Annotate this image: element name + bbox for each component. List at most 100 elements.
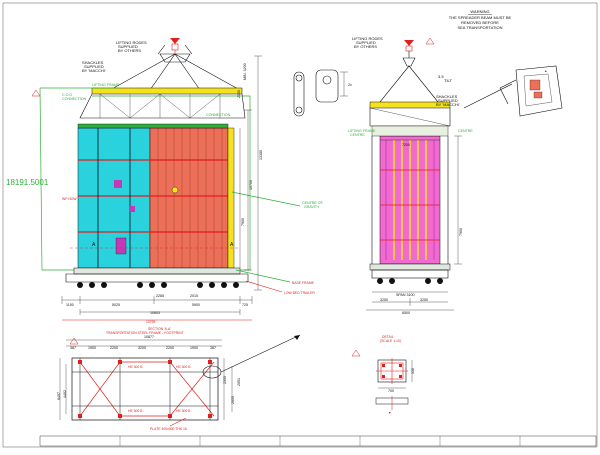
footprint-member-2: HE 300 B bbox=[128, 409, 143, 413]
footprint-dim-right-2: 2055 bbox=[231, 396, 235, 404]
label-cog: C.O.G bbox=[62, 93, 72, 97]
detail-title: DETAIL bbox=[382, 335, 394, 339]
dim-bottom-total-2: 10795 bbox=[146, 320, 156, 324]
label-trailer: LOW BED TRAILER bbox=[284, 291, 315, 295]
end-label-ref: 3.5 bbox=[438, 74, 444, 79]
label-shackles-2: SUPPLIED bbox=[84, 64, 104, 69]
detail-dim-width: 700 bbox=[388, 389, 394, 393]
label-centre-of-gravity-2: GRAVITY bbox=[304, 205, 320, 209]
detail-dim-height: 330 bbox=[411, 368, 415, 374]
low-bed-trailer bbox=[65, 273, 249, 283]
footprint-member-4: HE 300 B bbox=[176, 409, 191, 413]
footprint-dim-right-3: 2051 bbox=[237, 378, 241, 386]
footprint-dim-left-2: 4402 bbox=[63, 390, 67, 398]
label-centre-of-gravity: CENTRE OF bbox=[302, 201, 324, 205]
end-dim-bottom-1: 3250 bbox=[380, 298, 388, 302]
dim-bottom-6: 2015 bbox=[190, 294, 198, 298]
module-salmon-section bbox=[149, 127, 229, 269]
footprint-dim-total: 10877 bbox=[144, 335, 154, 339]
footprint-title: SECTION 'A-A' bbox=[148, 327, 171, 331]
cog-marker-icon bbox=[171, 186, 179, 194]
end-label-shackles-3: BY 'MACCHI' bbox=[436, 102, 460, 107]
end-label-shackles-2: SUPPLIED bbox=[438, 98, 458, 103]
label-lifting-frame: LIFTING FRAME bbox=[92, 83, 120, 87]
dim-bottom-1: 1150 bbox=[66, 303, 74, 307]
base-frame bbox=[73, 267, 241, 275]
end-crane-hook-icon bbox=[404, 40, 414, 52]
footprint-subtitle: TRANSPORTATION STEEL FRAME - FOOTPRINT bbox=[106, 331, 184, 335]
section-marker-a-2: A bbox=[230, 242, 234, 248]
detail-marker: ▼ bbox=[388, 411, 391, 415]
footprint-member-3: HE 300 B bbox=[176, 365, 191, 369]
dim-height-total: 13380 bbox=[259, 150, 263, 160]
label-base-frame: BASE FRAME bbox=[292, 281, 315, 285]
connection-detail: ▲ bbox=[499, 65, 563, 117]
end-dim-top: 7200 bbox=[402, 143, 410, 147]
end-dim-total: 6500 bbox=[402, 311, 410, 315]
warning-line-2: THE SPREADER BEAM MUST BE bbox=[449, 15, 512, 20]
footprint-section: SECTION 'A-A' TRANSPORTATION STEEL FRAME… bbox=[57, 327, 241, 431]
footprint-dim-left-1: 6497 bbox=[57, 392, 61, 400]
label-lifting-rodes: LIFTING RODES bbox=[116, 40, 147, 45]
footprint-dim-top-6: 1900 bbox=[190, 346, 198, 350]
detail-subtitle: (SCALE 1:10) bbox=[380, 339, 401, 343]
label-lifting-rodes-3: BY OTHERS bbox=[118, 48, 141, 53]
dim-bottom-2: 5025 bbox=[112, 303, 120, 307]
footprint-frame bbox=[71, 357, 219, 421]
warning-title: WARNING bbox=[470, 9, 489, 14]
connection-detail-label: ▲ bbox=[544, 69, 547, 73]
shackle-detail: 2x bbox=[293, 69, 352, 117]
end-dim-bottom-2: 3250 bbox=[420, 298, 428, 302]
end-label-lifting-2: SUPPLIED bbox=[356, 40, 376, 45]
end-label-frame-3: CENTRE bbox=[458, 129, 473, 133]
end-view: LIFTING RODES SUPPLIED BY OTHERS SHACKLE… bbox=[348, 36, 473, 315]
footprint-dim-top-3: 2200 bbox=[110, 346, 118, 350]
plate-detail: DETAIL (SCALE 1:10) 700 330 ▼ bbox=[375, 335, 415, 415]
sheet-border bbox=[2, 2, 598, 448]
dim-right-2: MIN. 3200 bbox=[243, 63, 247, 80]
footprint-plate-note: PLATE 300x300 THK 16 bbox=[150, 427, 187, 431]
shackle-dim: 2x bbox=[348, 83, 352, 87]
module-cyan-section bbox=[77, 127, 151, 269]
footprint-dim-top-5: 2200 bbox=[166, 346, 174, 350]
label-shackles-3: BY 'MACCHI' bbox=[82, 68, 106, 73]
label-lifting-rodes-2: SUPPLIED bbox=[118, 44, 138, 49]
label-cog-2: CONNECTION bbox=[62, 97, 87, 101]
warning-line-4: SEA TRANSPORTATION bbox=[457, 25, 502, 30]
footprint-member-1: HE 300 B bbox=[128, 365, 143, 369]
dim-height-body: 7900 bbox=[241, 218, 245, 226]
dim-bottom-total: 10603 bbox=[150, 311, 160, 315]
end-dim-span: SPAN 3100 bbox=[396, 293, 415, 297]
dim-bottom-3: 5900 bbox=[192, 303, 200, 307]
coordinate-label: 18191.5001 bbox=[6, 178, 49, 187]
footprint-dim-top-1: 387 bbox=[70, 346, 76, 350]
footprint-dim-top-2: 1900 bbox=[88, 346, 96, 350]
label-shackles: SHACKLES bbox=[82, 60, 104, 65]
end-label-frame: LIFTING FRAME bbox=[348, 129, 376, 133]
title-block bbox=[39, 435, 597, 447]
revision-markers bbox=[31, 37, 435, 357]
footprint-dim-top-7: 387 bbox=[210, 346, 216, 350]
label-weight-point: WP NOW bbox=[62, 197, 77, 201]
dim-bottom-5: 2285 bbox=[156, 294, 164, 298]
label-connection: CONNECTION bbox=[206, 113, 231, 117]
crane-hook-icon bbox=[170, 38, 180, 54]
end-label-lifting: LIFTING RODES bbox=[352, 36, 383, 41]
end-label-frame-2: CENTRE bbox=[350, 133, 365, 137]
dim-bottom-4: 725 bbox=[242, 303, 248, 307]
end-label-lifting-3: BY OTHERS bbox=[354, 44, 377, 49]
dim-height-mid: 10700 bbox=[249, 180, 253, 190]
side-view: LIFTING FRAME C.O.G CONNECTION LIFTING R… bbox=[6, 38, 324, 324]
footprint-dim-top-4: 3200 bbox=[138, 346, 146, 350]
warning-note: WARNING THE SPREADER BEAM MUST BE REMOVE… bbox=[449, 9, 512, 30]
section-marker-a-1: A bbox=[92, 242, 96, 248]
footprint-dim-right-1: 2355 bbox=[223, 376, 227, 384]
warning-line-3: REMOVED BEFORE bbox=[461, 20, 499, 25]
dim-right-1: 2000 bbox=[237, 90, 241, 98]
end-label-shackles: SHACKLES bbox=[436, 94, 458, 99]
spreader-beam bbox=[91, 87, 243, 95]
end-label-ref-2: TILT bbox=[444, 78, 452, 83]
end-dim-side: 7900 bbox=[459, 228, 463, 236]
